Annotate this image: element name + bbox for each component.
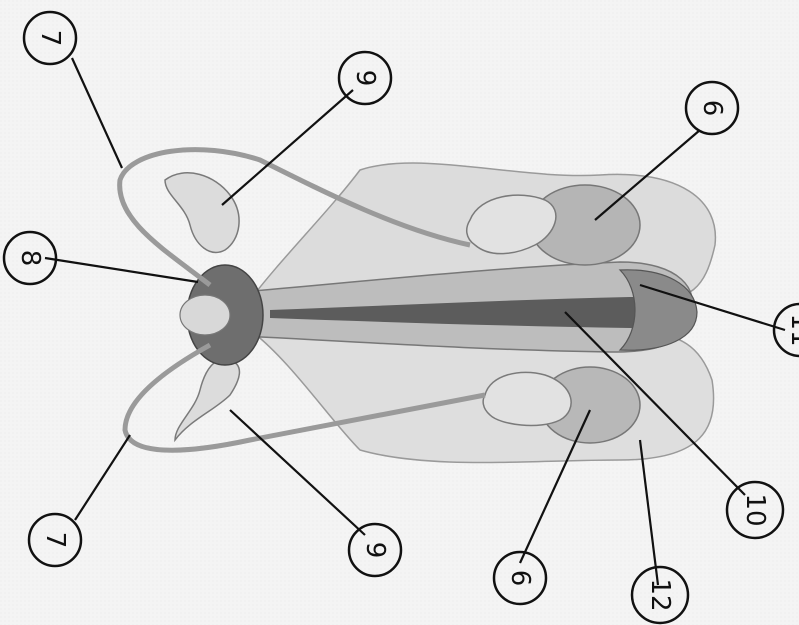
label-9-top-text: 9 [350,70,380,87]
label-12-text: 12 [645,578,675,611]
label-11-text: 11 [785,313,799,346]
label-7-top-text: 7 [35,30,65,47]
label-10-text: 10 [740,493,770,526]
label-9-bottom-text: 9 [360,542,390,559]
epididymis-lower [483,372,571,425]
label-6-bottom-text: 6 [505,570,535,587]
bladder-neck [180,295,230,335]
label-8-text: 8 [15,250,45,267]
label-7-bottom-text: 7 [40,532,70,549]
label-6-top-text: 6 [697,100,727,117]
